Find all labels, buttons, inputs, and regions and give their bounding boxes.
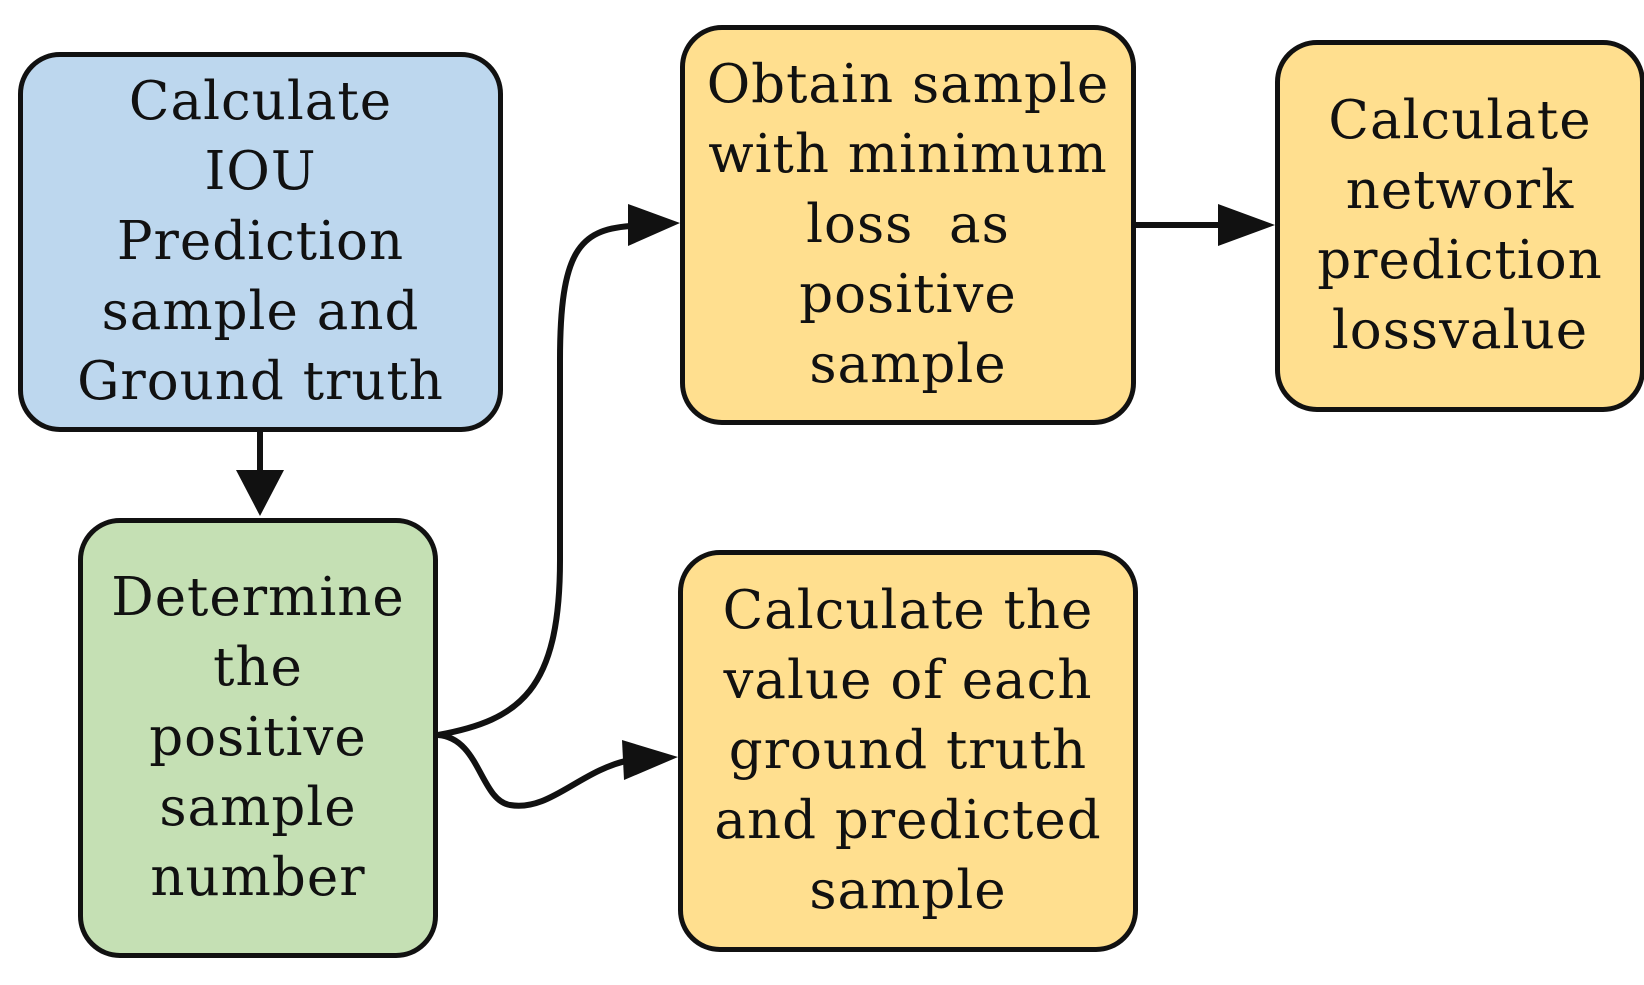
arrowhead-determine-to-obtain: [628, 204, 680, 246]
box-line: sample: [159, 777, 357, 838]
box-line: Obtain sample: [706, 54, 1110, 115]
box-line: sample and: [101, 281, 420, 342]
box-line: Determine: [111, 567, 405, 628]
obtain-sample-box: Obtain sample with minimum loss as posit…: [680, 25, 1136, 425]
iou-calculation-text: Calculate IOU Prediction sample and Grou…: [77, 67, 444, 417]
box-line: Prediction: [116, 211, 405, 272]
arrowhead-obtain-to-network: [1218, 204, 1275, 246]
box-line: value of each: [723, 650, 1093, 711]
box-line: Calculate: [1328, 90, 1592, 151]
calculate-value-text: Calculate the value of each ground truth…: [714, 576, 1101, 926]
box-line: the: [213, 637, 303, 698]
determine-positive-box: Determine the positive sample number: [78, 518, 438, 958]
iou-calculation-box: Calculate IOU Prediction sample and Grou…: [18, 52, 503, 432]
arrow-determine-to-calc-value: [437, 732, 631, 809]
determine-positive-text: Determine the positive sample number: [111, 563, 405, 913]
box-line: ground truth: [728, 720, 1088, 781]
box-line: network: [1345, 160, 1575, 221]
box-line: with minimum: [708, 124, 1108, 185]
box-line: and predicted: [714, 790, 1102, 851]
box-line: Calculate the: [722, 580, 1094, 641]
box-line: sample: [809, 334, 1007, 395]
box-line: IOU: [204, 141, 317, 202]
network-loss-text: Calculate network prediction lossvalue: [1317, 86, 1602, 366]
box-line: number: [150, 847, 366, 908]
box-line: positive: [799, 264, 1017, 325]
arrowhead-iou-to-determine: [236, 470, 284, 516]
box-line: loss as: [806, 194, 1010, 255]
box-line: prediction: [1317, 230, 1603, 291]
calculate-value-box: Calculate the value of each ground truth…: [678, 550, 1138, 952]
box-line: lossvalue: [1331, 300, 1589, 361]
arrowhead-determine-to-calc-value: [622, 740, 678, 780]
box-line: Ground truth: [77, 351, 444, 412]
obtain-sample-text: Obtain sample with minimum loss as posit…: [707, 50, 1110, 400]
box-line: Calculate: [128, 71, 393, 132]
box-line: positive: [149, 707, 367, 768]
arrow-determine-to-obtain: [437, 223, 631, 738]
box-line: sample: [809, 860, 1007, 921]
network-loss-box: Calculate network prediction lossvalue: [1275, 40, 1644, 412]
